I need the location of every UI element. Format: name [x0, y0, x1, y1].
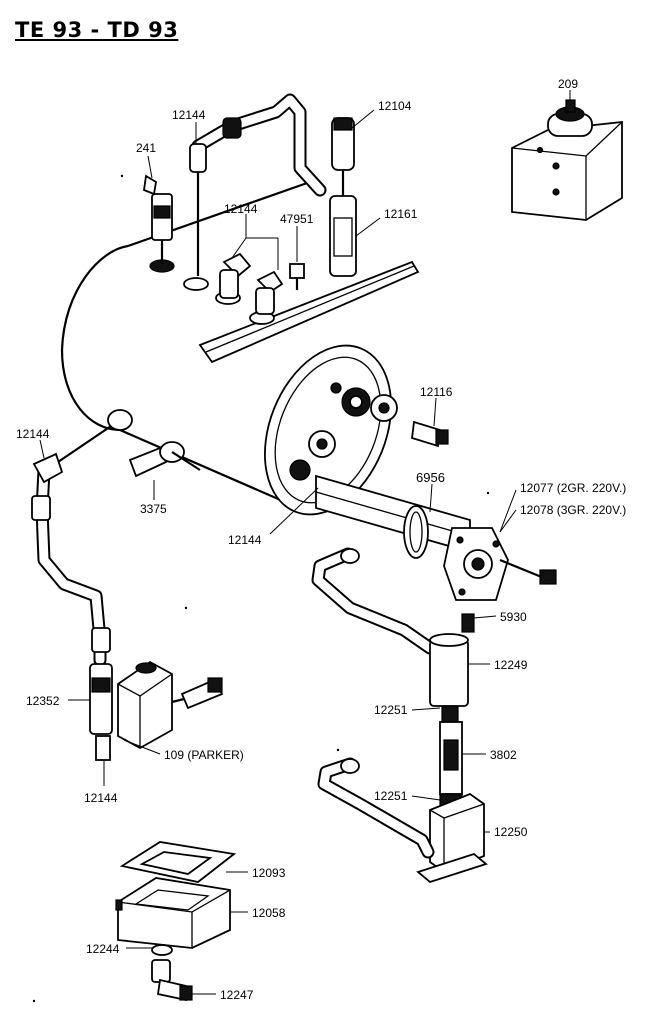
- label-12352: 12352: [26, 694, 60, 708]
- boiler-tank: [60, 180, 420, 516]
- label-12116: 12116: [420, 385, 453, 399]
- left-pipework: [31, 409, 201, 667]
- label-12077: 12077 (2GR. 220V.): [520, 481, 626, 495]
- label-5930: 5930: [500, 610, 527, 624]
- fitting-12116: [411, 420, 449, 448]
- label-12249: 12249: [494, 658, 528, 672]
- dot-mark: [184, 606, 188, 610]
- label-241: 241: [136, 141, 156, 155]
- label-12247: 12247: [220, 988, 254, 1002]
- label-12144-bottom: 12144: [84, 791, 118, 805]
- label-12244: 12244: [86, 942, 120, 956]
- top-pipework: [143, 93, 357, 315]
- leader-lines: [39, 90, 571, 995]
- label-109: 109 (PARKER): [164, 748, 244, 762]
- label-12161: 12161: [384, 207, 418, 221]
- label-12144-mid: 12144: [224, 202, 258, 216]
- diagram-title: TE 93 - TD 93: [15, 18, 179, 42]
- pump-pipework: [311, 547, 488, 884]
- label-12078: 12078 (3GR. 220V.): [520, 503, 626, 517]
- heating-element: [315, 474, 557, 601]
- label-6956: 6956: [416, 470, 445, 485]
- label-12251-b: 12251: [374, 789, 408, 803]
- label-12093: 12093: [252, 866, 286, 880]
- dot-mark: [32, 999, 36, 1003]
- label-47951: 47951: [280, 212, 314, 226]
- dot-mark: [120, 174, 124, 178]
- label-12144-center: 12144: [228, 533, 262, 547]
- pump-motor-209: [511, 99, 623, 221]
- label-3802: 3802: [490, 748, 517, 762]
- label-12104: 12104: [378, 99, 412, 113]
- label-12251-a: 12251: [374, 703, 408, 717]
- label-12250: 12250: [494, 825, 528, 839]
- part-labels: 209 241 12144 12104 12144 47951 12161 12…: [16, 77, 626, 1002]
- label-12144-left: 12144: [16, 427, 50, 441]
- dot-mark: [336, 748, 340, 752]
- label-209: 209: [558, 77, 578, 91]
- solenoid-valve: [89, 660, 224, 761]
- drip-tray: [115, 841, 237, 1002]
- dot-mark: [486, 491, 490, 495]
- label-12144-top: 12144: [172, 108, 206, 122]
- label-3375: 3375: [140, 502, 167, 516]
- label-12058: 12058: [252, 906, 286, 920]
